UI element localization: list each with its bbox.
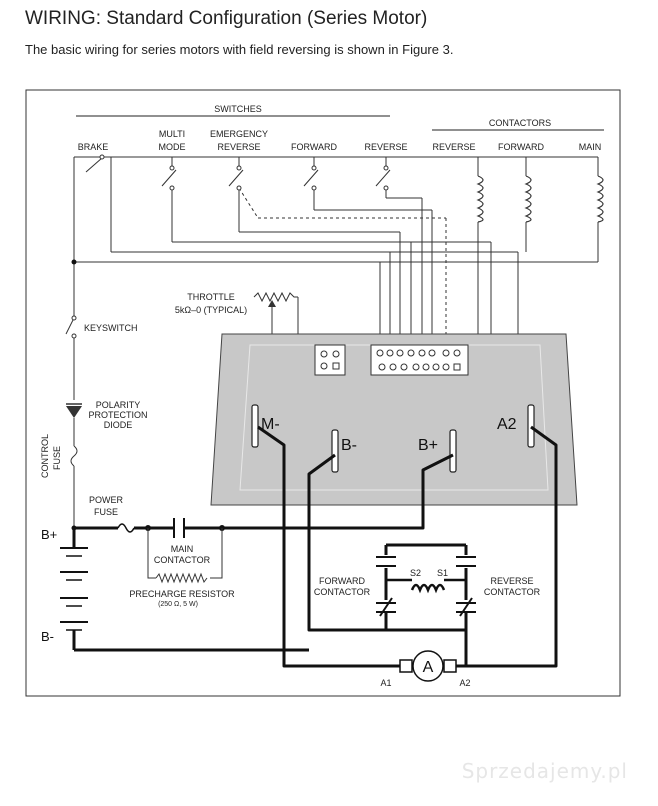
keyswitch-label: KEYSWITCH: [84, 323, 138, 333]
a2-label: A2: [459, 678, 470, 688]
control-fuse-label-1: CONTROL: [40, 434, 50, 478]
page-title: WIRING: Standard Configuration (Series M…: [25, 8, 428, 29]
throttle-label: THROTTLE: [187, 292, 235, 302]
brake-label: BRAKE: [78, 142, 109, 152]
main-contactor-label-1: MAIN: [171, 544, 194, 554]
control-supply-wires: [73, 156, 599, 406]
power-fuse-label-1: POWER: [89, 495, 124, 505]
terminal-b-plus-label: B+: [418, 437, 438, 454]
watermark: Sprzedajemy.pl: [462, 759, 628, 783]
throttle-potentiometer-icon: [253, 291, 298, 303]
terminal-b-minus-label: B-: [341, 437, 357, 454]
reverse-contactor-label-2: CONTACTOR: [484, 587, 541, 597]
polarity-label-1: POLARITY: [96, 400, 141, 410]
coil-icons: [476, 175, 604, 223]
polarity-label-3: DIODE: [104, 420, 133, 430]
armature-a2-brush: [443, 659, 457, 673]
s2-label: S2: [410, 568, 421, 578]
terminal-m-minus-label: M-: [261, 416, 280, 433]
throttle-connector: [314, 344, 346, 376]
precharge-resistor-icon: [155, 572, 208, 584]
intro-text: The basic wiring for series motors with …: [25, 42, 454, 57]
control-connector: [370, 344, 469, 376]
throttle-arrow-icon: [268, 300, 276, 307]
polarity-label-2: PROTECTION: [88, 410, 147, 420]
contactors-group-label: CONTACTORS: [489, 118, 551, 128]
forward-switch-label: FORWARD: [291, 142, 337, 152]
main-contactor-coil-label: MAIN: [579, 142, 602, 152]
reverse-contactor-coil-label: REVERSE: [432, 142, 475, 152]
control-fuse-icon: [70, 445, 78, 467]
reverse-switch-label: REVERSE: [364, 142, 407, 152]
multi-mode-label-2: MODE: [159, 142, 186, 152]
precharge-value-label: (250 Ω, 5 W): [158, 601, 198, 608]
reverse-contactor-label-1: REVERSE: [490, 576, 533, 586]
switches-group-label: SWITCHES: [214, 104, 262, 114]
emergency-reverse-dashed-wire: [238, 187, 447, 350]
field-coil-icon: [386, 578, 466, 594]
power-fuse-icon: [117, 523, 135, 533]
terminal-a2-label: A2: [497, 416, 517, 433]
power-fuse-label-2: FUSE: [94, 507, 118, 517]
battery-icon: [60, 528, 88, 650]
armature-a1-brush: [399, 659, 413, 673]
contactor-contacts: [376, 556, 476, 617]
main-contactor-label-2: CONTACTOR: [154, 555, 211, 565]
power-wires: [74, 425, 558, 668]
battery-minus-label: B-: [41, 629, 54, 644]
forward-contactor-label-1: FORWARD: [319, 576, 365, 586]
switch-symbols: [85, 154, 391, 191]
battery-plus-label: B+: [41, 527, 57, 542]
forward-contactor-label-2: CONTACTOR: [314, 587, 371, 597]
precharge-label: PRECHARGE RESISTOR: [129, 589, 235, 599]
armature-icon: [412, 650, 444, 682]
emergency-reverse-label-2: REVERSE: [217, 142, 260, 152]
emergency-reverse-label-1: EMERGENCY: [210, 129, 268, 139]
power-terminals: [251, 404, 535, 473]
controller-body: [210, 333, 578, 506]
a1-label: A1: [380, 678, 391, 688]
s1-label: S1: [437, 568, 448, 578]
armature-symbol: A: [423, 659, 434, 676]
polarity-diode-icon: [66, 406, 82, 418]
forward-contactor-coil-label: FORWARD: [498, 142, 544, 152]
keyswitch-icon: [65, 317, 75, 335]
control-fuse-label-2: FUSE: [52, 446, 62, 470]
control-connector-pins: [376, 349, 461, 371]
multi-mode-label-1: MULTI: [159, 129, 185, 139]
throttle-value-label: 5kΩ–0 (TYPICAL): [175, 305, 247, 315]
